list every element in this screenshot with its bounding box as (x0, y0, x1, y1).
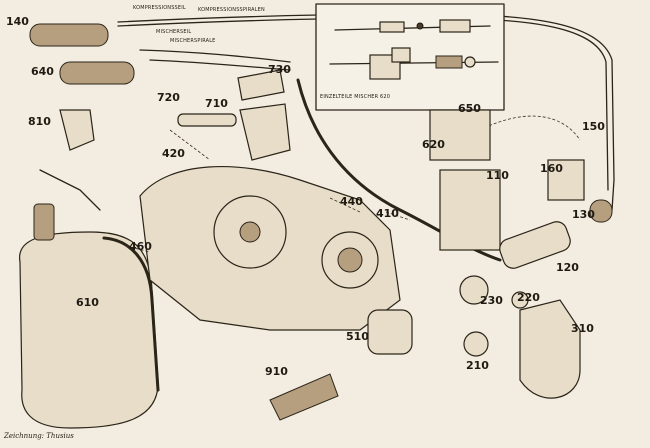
label-150: 150 (582, 120, 605, 133)
mischerseil-label: MISCHERSEIL (156, 29, 192, 35)
kompressionsseil-label: KOMPRESSIONSSEIL (133, 5, 186, 11)
inset-parts (329, 19, 499, 80)
tank-filler (33, 203, 55, 241)
label-210: 210 (466, 359, 489, 372)
label-730: 730 (268, 63, 291, 76)
mischer-cable (139, 49, 291, 63)
inset-caption: EINZELTEILE MISCHER 620 (320, 94, 391, 100)
part-730 (237, 69, 285, 101)
dashed-lead (479, 115, 581, 141)
part-230 (459, 275, 489, 305)
part-810 (59, 109, 95, 151)
label-160: 160 (540, 162, 563, 175)
label-120: 120 (556, 261, 579, 274)
part-120 (499, 221, 571, 269)
grip-640 (59, 61, 135, 85)
mischerspirale-label: MISCHERSPIRALE (170, 38, 216, 44)
part-220 (511, 291, 529, 309)
lever-810 (39, 169, 101, 211)
part-910 (269, 373, 339, 421)
label-640: 640 (31, 65, 54, 78)
mischer-spiral (149, 59, 291, 71)
fuel-tank-610 (19, 231, 159, 429)
part-130 (589, 199, 613, 223)
part-710 (239, 103, 291, 161)
part-720 (177, 113, 237, 127)
part-210 (463, 331, 489, 357)
label-310: 310 (571, 322, 594, 335)
label-620: 620 (422, 138, 445, 151)
label-910: 910 (265, 365, 288, 378)
part-160 (547, 159, 585, 201)
label-230: 230 (480, 294, 503, 307)
label-510: 510 (346, 330, 369, 343)
drawing-credit: Zeichnung: Thusius (4, 432, 74, 440)
label-140: 140 (6, 15, 29, 28)
cylinder-110 (439, 169, 501, 251)
part-510 (367, 309, 413, 355)
label-720: 720 (157, 91, 180, 104)
label-650: 650 (458, 102, 481, 115)
label-440: 440 (340, 195, 363, 208)
label-410: 410 (376, 207, 399, 220)
label-810: 810 (28, 115, 51, 128)
label-130: 130 (572, 208, 595, 221)
label-610: 610 (76, 296, 99, 309)
kompressionsspiralen-label: KOMPRESSIONSSPIRALEN (198, 7, 265, 13)
part-310 (519, 299, 581, 399)
label-460: 460 (129, 240, 152, 253)
label-710: 710 (205, 97, 228, 110)
label-110: 110 (486, 169, 509, 182)
part-620 (429, 109, 491, 161)
grip-140 (29, 23, 109, 47)
label-220: 220 (517, 291, 540, 304)
label-420: 420 (162, 147, 185, 160)
